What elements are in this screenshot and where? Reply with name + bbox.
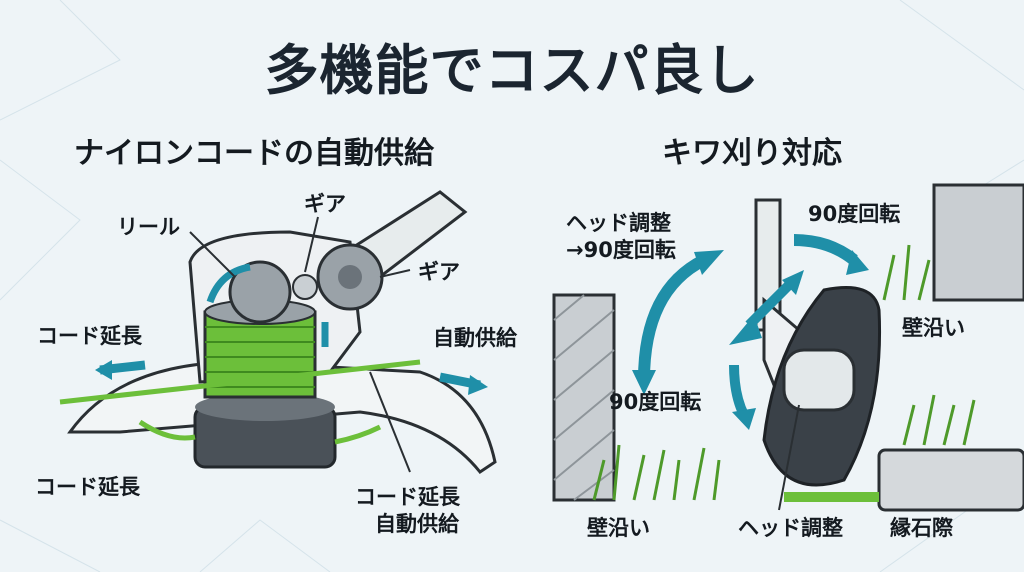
label-head-adjust-rotate: ヘッド調整 →90度回転	[566, 210, 676, 265]
label-head-adjust-line1: ヘッド調整	[566, 211, 671, 235]
label-auto-feed: 自動供給	[433, 326, 517, 350]
label-cord-extend-left: コード延長	[37, 324, 142, 348]
label-reel: リール	[117, 215, 180, 239]
wall-right	[932, 183, 1024, 302]
label-rotate-mid: 90度回転	[609, 390, 702, 414]
reel-gear	[228, 260, 292, 324]
label-cord-extend-bottom: コード延長	[35, 475, 140, 499]
label-curb: 縁石際	[890, 516, 953, 540]
curb	[877, 448, 1024, 512]
left-heading: ナイロンコードの自動供給	[74, 136, 434, 171]
label-rotate-top: 90度回転	[808, 202, 901, 226]
trimmer-head-illustration	[59, 190, 497, 475]
label-head-adjust: ヘッド調整	[738, 516, 843, 540]
label-gear-right: ギア	[418, 260, 460, 284]
label-wall-bottom: 壁沿い	[587, 516, 650, 540]
right-heading: キワ刈り対応	[662, 136, 842, 171]
grass	[592, 244, 976, 501]
label-wall-right: 壁沿い	[902, 316, 965, 340]
label-head-adjust-line2: →90度回転	[566, 238, 676, 263]
edge-trimming-illustration	[552, 183, 1024, 512]
label-gear-top: ギア	[304, 192, 346, 216]
label-cord-extend-feed-1: コード延長	[355, 485, 460, 509]
label-cord-extend-feed-2: 自動供給	[375, 512, 459, 536]
page-title: 多機能でコスパ良し	[264, 39, 760, 102]
